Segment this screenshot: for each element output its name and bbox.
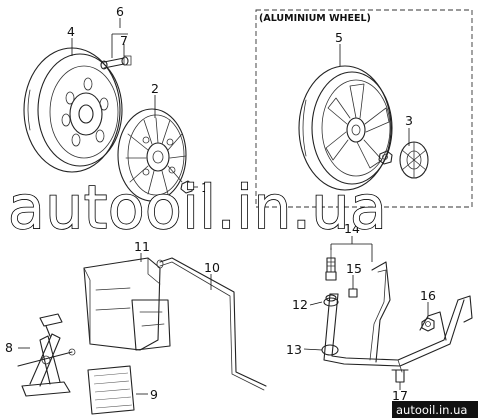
cover-nut xyxy=(180,180,194,194)
carrier-nut-16 xyxy=(421,317,435,332)
callout-9: 9 xyxy=(150,387,158,402)
badge-background xyxy=(392,401,478,418)
jack xyxy=(17,313,76,397)
tool-tray xyxy=(83,257,171,351)
callout-6: 6 xyxy=(116,4,124,19)
panel-title: (ALUMINIUM WHEEL) xyxy=(259,13,371,24)
valve-stem xyxy=(100,55,132,70)
badge-text: autooil.in.ua xyxy=(396,403,467,417)
aluminium-wheel-panel xyxy=(255,9,473,208)
center-cap xyxy=(399,141,429,179)
wheel-nut xyxy=(378,150,393,165)
tool-mat xyxy=(87,365,135,415)
callout-7: 7 xyxy=(120,33,128,48)
callout-4: 4 xyxy=(67,24,75,39)
callout-3: 3 xyxy=(405,113,413,128)
callout-11: 11 xyxy=(134,239,150,254)
callout-5: 5 xyxy=(335,30,343,45)
callout-1: 1 xyxy=(201,180,209,195)
callout-8: 8 xyxy=(5,340,13,355)
watermark: autooil.in.ua xyxy=(8,173,387,243)
wheel-cover xyxy=(117,108,187,202)
steel-wheel xyxy=(23,47,123,173)
callout-2: 2 xyxy=(151,81,159,96)
callout-12: 12 xyxy=(292,297,308,312)
leader-lines xyxy=(18,18,429,395)
callout-10: 10 xyxy=(204,260,220,275)
aluminium-wheel xyxy=(298,65,393,191)
callout-15: 15 xyxy=(346,261,362,276)
callout-13: 13 xyxy=(286,342,302,357)
carrier-bolt xyxy=(326,257,336,273)
callout-16: 16 xyxy=(420,288,436,303)
callout-14: 14 xyxy=(344,221,360,236)
spare-tire-carrier xyxy=(321,247,473,373)
carrier-nut-15 xyxy=(348,288,358,298)
callout-17: 17 xyxy=(392,388,408,403)
jack-handle xyxy=(156,257,267,391)
carrier-bolt-17 xyxy=(391,369,409,383)
